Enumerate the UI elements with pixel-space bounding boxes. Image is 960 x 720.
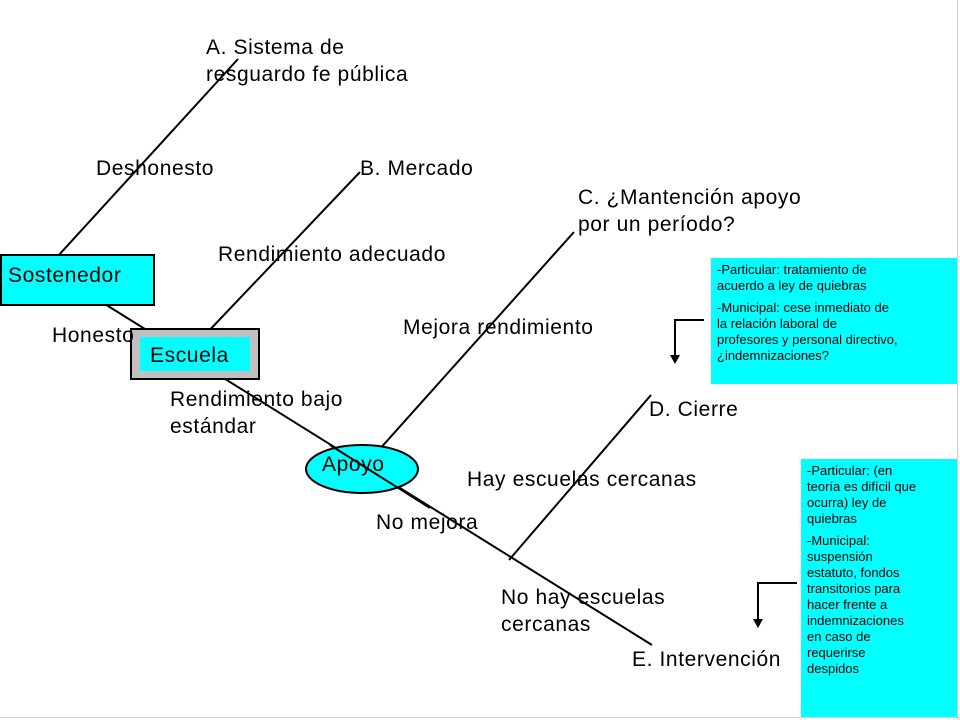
outcome-b-label: B. Mercado xyxy=(360,157,474,180)
sostenedor-node[interactable] xyxy=(0,254,155,306)
intervencion-note-arrow xyxy=(757,582,797,620)
edge-label-honesto: Honesto xyxy=(52,324,135,347)
cierre-note-arrowhead xyxy=(670,355,680,364)
edge-label-rendimiento-bajo: Rendimiento bajo estándar xyxy=(170,388,344,438)
edge-label-mejora: Mejora rendimiento xyxy=(403,316,594,339)
cierre-note-arrow xyxy=(674,319,704,356)
cierre-note-particular: -Particular: tratamiento de acuerdo a le… xyxy=(717,262,867,293)
outcome-a-label: A. Sistema de resguardo fe pública xyxy=(206,36,409,86)
edge-mejora-line xyxy=(360,231,575,471)
apoyo-node[interactable] xyxy=(302,442,422,498)
edge-hay-escuelas-line xyxy=(508,394,652,561)
edge-label-rendimiento-adecuado: Rendimiento adecuado xyxy=(218,243,446,266)
escuela-inner-box xyxy=(140,337,250,371)
cierre-note: -Particular: tratamiento de acuerdo a le… xyxy=(711,258,957,384)
right-border xyxy=(957,0,958,720)
intervencion-note-municipal: -Municipal: suspensión estatuto, fondos … xyxy=(807,533,904,676)
escuela-label: Escuela xyxy=(150,344,229,367)
outcome-e-label: E. Intervención xyxy=(632,648,782,671)
outcome-c-label: C. ¿Mantención apoyo por un período? xyxy=(578,186,802,236)
apoyo-label: Apoyo xyxy=(322,453,385,476)
edge-rendimiento-adecuado-line xyxy=(202,171,361,338)
outcome-d-label: D. Cierre xyxy=(649,398,739,421)
edge-deshonesto-line xyxy=(46,58,239,269)
edge-label-deshonesto: Deshonesto xyxy=(96,157,215,180)
bottom-border xyxy=(0,717,960,718)
intervencion-note: -Particular: (en teoría es difícil que o… xyxy=(801,459,957,717)
cierre-note-municipal: -Municipal: cese inmediato de la relació… xyxy=(717,300,898,363)
intervencion-note-arrowhead xyxy=(753,619,763,628)
edge-honesto-line-over xyxy=(329,444,431,509)
sostenedor-label: Sostenedor xyxy=(8,264,122,287)
edge-label-no-hay-escuelas: No hay escuelas cercanas xyxy=(501,586,666,636)
edge-label-hay-escuelas: Hay escuelas cercanas xyxy=(467,468,697,491)
escuela-node[interactable] xyxy=(130,328,260,380)
intervencion-note-particular: -Particular: (en teoría es difícil que o… xyxy=(807,463,917,526)
edge-label-no-mejora: No mejora xyxy=(376,511,479,534)
